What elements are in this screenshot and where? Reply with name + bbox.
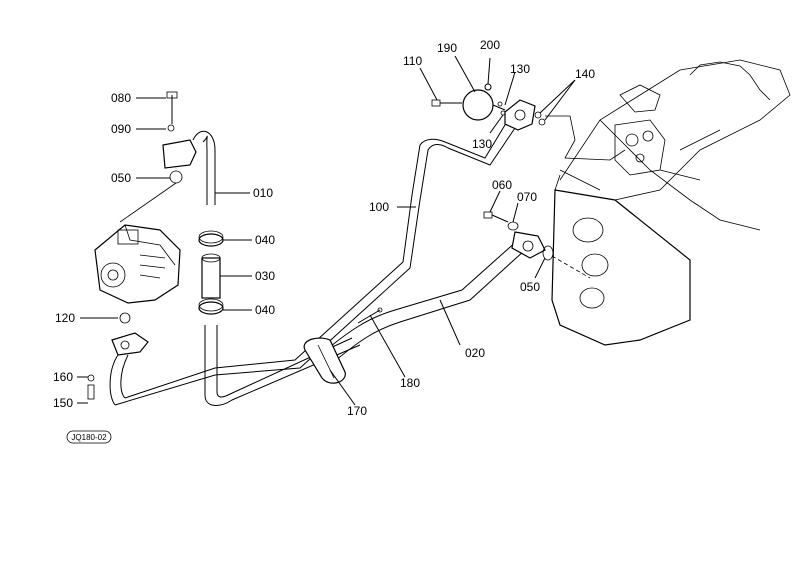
- bolt-180: [357, 307, 383, 324]
- figure-code: JQ180-02: [71, 433, 107, 442]
- callout-170: 170: [347, 404, 367, 418]
- callout-200: 200: [480, 38, 500, 52]
- callout-110: 110: [403, 54, 422, 68]
- callout-180: 180: [400, 376, 420, 390]
- callout-090: 090: [111, 122, 131, 136]
- callout-120: 120: [55, 311, 75, 325]
- hose-clamp-040-upper: [198, 230, 224, 247]
- callout-190: 190: [437, 41, 457, 55]
- hose-030: [201, 253, 221, 299]
- engine-flange: [511, 231, 591, 279]
- pipe-020: [319, 239, 526, 366]
- suction-pipe-lower: [204, 325, 361, 406]
- callout-010: 010: [253, 186, 273, 200]
- callout-060: 060: [492, 178, 512, 192]
- callout-080: 080: [111, 91, 131, 105]
- callout-030: 030: [255, 269, 275, 283]
- figure-code-box: JQ180-02: [66, 430, 112, 444]
- callout-040-lower: 040: [255, 303, 275, 317]
- pump-top-fitting: [119, 91, 197, 223]
- callout-150: 150: [53, 396, 73, 410]
- engine-block: [551, 59, 791, 346]
- callout-050-lower: 050: [520, 280, 540, 294]
- callout-040-upper: 040: [255, 233, 275, 247]
- callout-160: 160: [53, 370, 73, 384]
- callout-labels: 080 090 050 010 040 030 040 120 160 150 …: [53, 38, 595, 418]
- callout-140: 140: [575, 67, 595, 81]
- delivery-pipe-010: [192, 130, 216, 205]
- leader-lines: [77, 55, 576, 406]
- callout-100: 100: [369, 200, 389, 214]
- pipe-clip-170: [303, 337, 346, 384]
- callout-130-upper: 130: [510, 62, 530, 76]
- callout-130-lower: 130: [472, 137, 492, 151]
- hose-clamp-040-lower: [198, 298, 224, 315]
- pipe-100: [114, 119, 516, 406]
- oil-filter-assembly: [431, 83, 626, 161]
- pump-base-fitting: [87, 312, 149, 406]
- callout-050-upper: 050: [111, 171, 131, 185]
- callout-020: 020: [465, 346, 485, 360]
- hydraulic-pump: [94, 224, 181, 304]
- callout-070: 070: [517, 190, 537, 204]
